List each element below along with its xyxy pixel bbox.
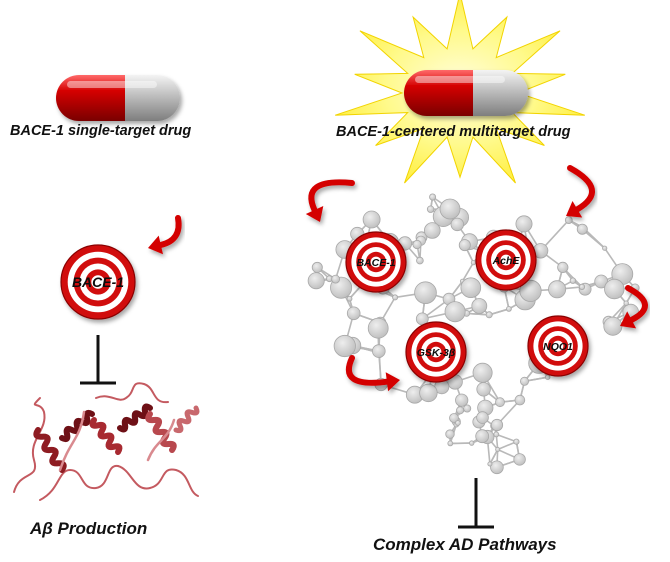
curved-arrow-icon xyxy=(305,179,355,222)
right-outcome-label: Complex AD Pathways xyxy=(373,535,557,554)
target-icon xyxy=(345,231,407,293)
left-drug-label: BACE-1 single-target drug xyxy=(10,123,192,139)
target-icon xyxy=(475,229,537,291)
capsule-icon xyxy=(56,75,180,121)
target-label: BACE-1 xyxy=(72,274,124,290)
target-icon xyxy=(405,321,467,383)
curved-arrow-icon xyxy=(148,215,182,255)
target-nqo1: NQO1 xyxy=(527,315,589,377)
target-gsk3b: GSK-3β xyxy=(405,321,467,383)
curved-arrow-icon xyxy=(620,285,648,329)
left-outcome-label: Aβ Production xyxy=(30,519,148,538)
target-ache: AchE xyxy=(475,229,537,291)
target-icon xyxy=(527,315,589,377)
target-label: NQO1 xyxy=(543,341,573,353)
network-brain-icon xyxy=(307,193,640,475)
right-drug-label: BACE-1-centered multitarget drug xyxy=(336,124,571,140)
curved-arrow-icon xyxy=(566,165,595,218)
target-bace1: BACE-1 xyxy=(345,231,407,293)
target-label: AchE xyxy=(492,255,521,267)
protein-structure-icon xyxy=(13,382,200,501)
target-bace1-left: BACE-1 xyxy=(60,244,136,320)
capsule-icon xyxy=(404,70,528,116)
target-label: GSK-3β xyxy=(417,347,456,359)
inhibition-icon xyxy=(458,478,494,529)
target-label: BACE-1 xyxy=(356,257,395,269)
target-icon xyxy=(60,244,136,320)
curved-arrow-icon xyxy=(345,355,400,392)
inhibition-icon xyxy=(80,335,116,385)
